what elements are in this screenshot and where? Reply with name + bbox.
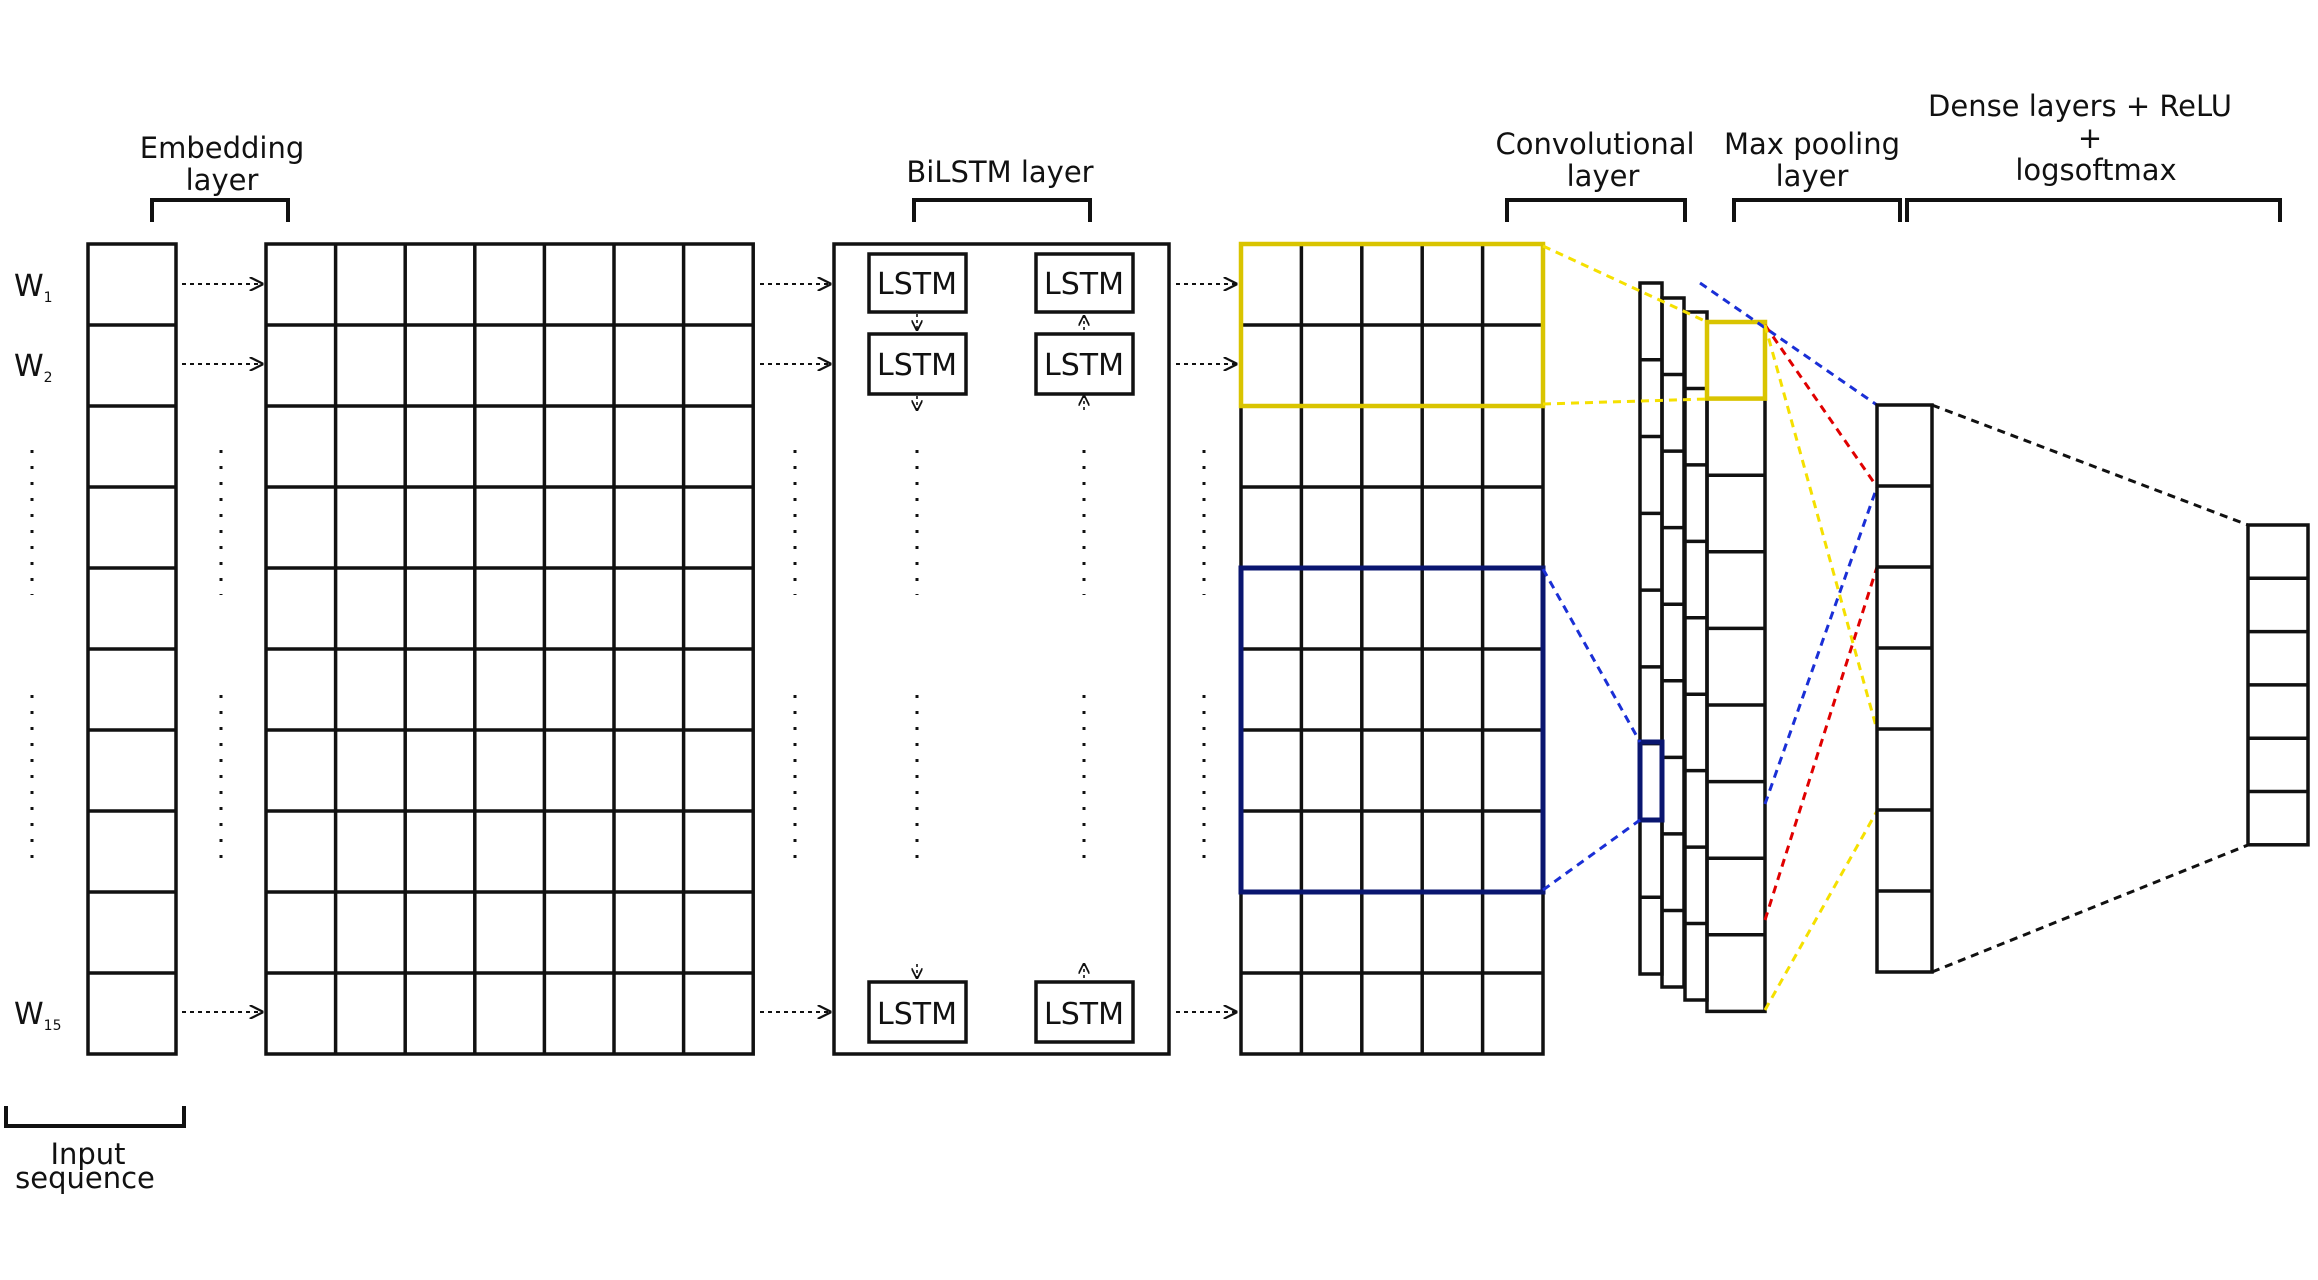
conv-map-3-outline bbox=[1683, 310, 1709, 1002]
flow-arrows bbox=[182, 284, 1236, 1012]
pool-blue-connector-1 bbox=[1699, 281, 1878, 407]
input-column bbox=[86, 242, 178, 1056]
conv-navy-cell bbox=[1637, 739, 1665, 823]
ellipsis-dots bbox=[30, 450, 1206, 870]
bilstm-label: BiLSTM layer bbox=[906, 155, 1093, 189]
dense-output-column bbox=[2246, 523, 2310, 847]
convolutional-feature-maps bbox=[1637, 281, 1768, 1014]
dense-label-line3: logsoftmax bbox=[2015, 153, 2176, 187]
yellow-connector-top bbox=[1542, 244, 1708, 324]
blue-connector-top bbox=[1541, 568, 1642, 743]
pool-red-connector-2 bbox=[1763, 566, 1879, 921]
conv-map-front-outline bbox=[1705, 320, 1767, 1014]
dense-black-connector-top bbox=[1931, 403, 2249, 527]
embedding-bracket bbox=[150, 198, 290, 222]
lstm-cell-forward-2: LSTM bbox=[867, 332, 968, 396]
svg-text:LSTM: LSTM bbox=[877, 348, 957, 383]
max-pooling-bracket bbox=[1732, 198, 1902, 222]
word-label-w1: W1 bbox=[14, 269, 53, 306]
embedding-label-line2: layer bbox=[186, 163, 259, 197]
max-pooling-label-line1: Max pooling bbox=[1724, 127, 1900, 161]
dense-label-line2: + bbox=[2078, 121, 2102, 155]
lstm-cell-backward-1: LSTM bbox=[1034, 252, 1135, 314]
word-label-w2: W2 bbox=[14, 349, 53, 386]
embedding-label-line1: Embedding bbox=[140, 131, 304, 165]
bilstm-output-matrix bbox=[1238, 241, 1546, 1056]
svg-text:LSTM: LSTM bbox=[877, 267, 957, 302]
pool-blue-connector-2 bbox=[1763, 486, 1879, 805]
lstm-cell-forward-1: LSTM bbox=[867, 252, 968, 314]
layer-labels: Embedding layer BiLSTM layer Convolution… bbox=[15, 89, 2232, 1195]
svg-text:LSTM: LSTM bbox=[1044, 267, 1124, 302]
max-pooling-label-line2: layer bbox=[1776, 159, 1849, 193]
pool-yellow-connector-1 bbox=[1763, 324, 1879, 731]
input-bracket bbox=[4, 1106, 186, 1128]
convolutional-label-line2: layer bbox=[1567, 159, 1640, 193]
pool-cell-outline bbox=[1875, 403, 1934, 974]
svg-text:LSTM: LSTM bbox=[1044, 348, 1124, 383]
input-label-line1: Input bbox=[50, 1137, 125, 1171]
max-pooling-column bbox=[1875, 403, 1934, 974]
pool-yellow-connector-2 bbox=[1763, 810, 1879, 1011]
input-label-line2: sequence bbox=[15, 1161, 155, 1195]
word-label-w15: W15 bbox=[14, 997, 62, 1034]
lstm-cell-forward-15: LSTM bbox=[867, 980, 968, 1044]
layer-brackets bbox=[4, 198, 2282, 1128]
bilstm-bracket bbox=[912, 198, 1092, 222]
blue-connector-bottom bbox=[1542, 818, 1641, 892]
dense-black-connector-bottom bbox=[1931, 843, 2249, 974]
navy-window-highlight bbox=[1238, 565, 1546, 895]
bilstm-block: LSTM LSTM LSTM LSTM LSTM LSTM bbox=[832, 242, 1171, 1056]
svg-text:LSTM: LSTM bbox=[877, 997, 957, 1032]
dense-label-line1: Dense layers + ReLU bbox=[1928, 89, 2232, 123]
conv-map-1-outline bbox=[1638, 281, 1664, 976]
colored-connector-lines bbox=[1541, 244, 2249, 1011]
embedding-matrix bbox=[264, 242, 755, 1056]
convolutional-label-line1: Convolutional bbox=[1495, 127, 1694, 161]
lstm-cell-backward-15: LSTM bbox=[1034, 980, 1135, 1044]
convolutional-bracket bbox=[1505, 198, 1687, 222]
pool-red-connector-1 bbox=[1763, 324, 1879, 488]
conv-yellow-cell bbox=[1704, 319, 1768, 401]
dense-bracket bbox=[1905, 198, 2282, 222]
bilstm-outer-box bbox=[832, 242, 1171, 1056]
lstm-cell-backward-2: LSTM bbox=[1034, 332, 1135, 396]
yellow-window-highlight bbox=[1238, 241, 1546, 409]
input-word-labels: W1 W2 W15 bbox=[14, 269, 62, 1034]
svg-text:LSTM: LSTM bbox=[1044, 997, 1124, 1032]
